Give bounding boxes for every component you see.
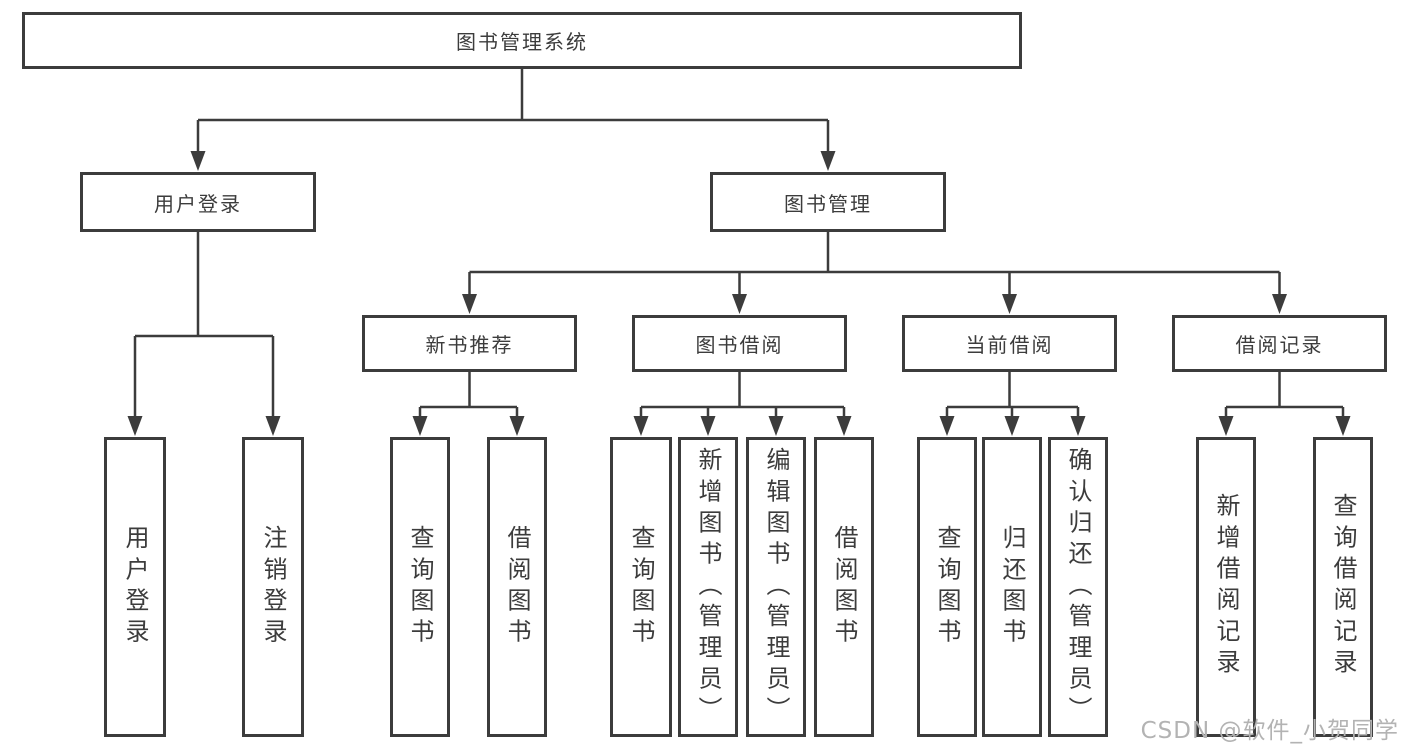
leaf-borrow-books-label: 借阅图书 bbox=[830, 524, 858, 650]
leaf-add-book-admin-label: 新增图书（管理员） bbox=[694, 446, 722, 728]
leaf-confirm-return-admin-label: 确认归还（管理员） bbox=[1064, 446, 1092, 728]
node-borrow-records: 借阅记录 bbox=[1172, 315, 1387, 372]
leaf-query-books-borrow: 查询图书 bbox=[610, 437, 672, 737]
leaf-edit-book-admin-label: 编辑图书（管理员） bbox=[762, 446, 790, 728]
leaf-edit-book-admin: 编辑图书（管理员） bbox=[746, 437, 806, 737]
node-book-management: 图书管理 bbox=[710, 172, 946, 232]
leaf-borrow-books-recommend: 借阅图书 bbox=[487, 437, 547, 737]
leaf-return-book: 归还图书 bbox=[982, 437, 1042, 737]
leaf-query-books-current-label: 查询图书 bbox=[933, 524, 961, 650]
leaf-borrow-books: 借阅图书 bbox=[814, 437, 874, 737]
node-new-book-recommend: 新书推荐 bbox=[362, 315, 577, 372]
leaf-add-book-admin: 新增图书（管理员） bbox=[678, 437, 738, 737]
node-root: 图书管理系统 bbox=[22, 12, 1022, 69]
leaf-query-books-recommend: 查询图书 bbox=[390, 437, 450, 737]
leaf-borrow-books-recommend-label: 借阅图书 bbox=[503, 524, 531, 650]
leaf-logout: 注销登录 bbox=[242, 437, 304, 737]
leaf-query-books-current: 查询图书 bbox=[917, 437, 977, 737]
leaf-query-borrow-record-label: 查询借阅记录 bbox=[1329, 493, 1357, 681]
node-user-login: 用户登录 bbox=[80, 172, 316, 232]
leaf-add-borrow-record: 新增借阅记录 bbox=[1196, 437, 1256, 737]
node-book-borrow: 图书借阅 bbox=[632, 315, 847, 372]
leaf-user-login: 用户登录 bbox=[104, 437, 166, 737]
leaf-query-books-borrow-label: 查询图书 bbox=[627, 524, 655, 650]
leaf-query-books-recommend-label: 查询图书 bbox=[406, 524, 434, 650]
leaf-add-borrow-record-label: 新增借阅记录 bbox=[1212, 493, 1240, 681]
leaf-confirm-return-admin: 确认归还（管理员） bbox=[1048, 437, 1108, 737]
watermark: CSDN @软件_小贺同学 bbox=[1140, 718, 1399, 744]
node-current-borrow: 当前借阅 bbox=[902, 315, 1117, 372]
leaf-query-borrow-record: 查询借阅记录 bbox=[1313, 437, 1373, 737]
leaf-user-login-label: 用户登录 bbox=[121, 524, 149, 650]
leaf-logout-label: 注销登录 bbox=[259, 524, 287, 650]
leaf-return-book-label: 归还图书 bbox=[998, 524, 1026, 650]
